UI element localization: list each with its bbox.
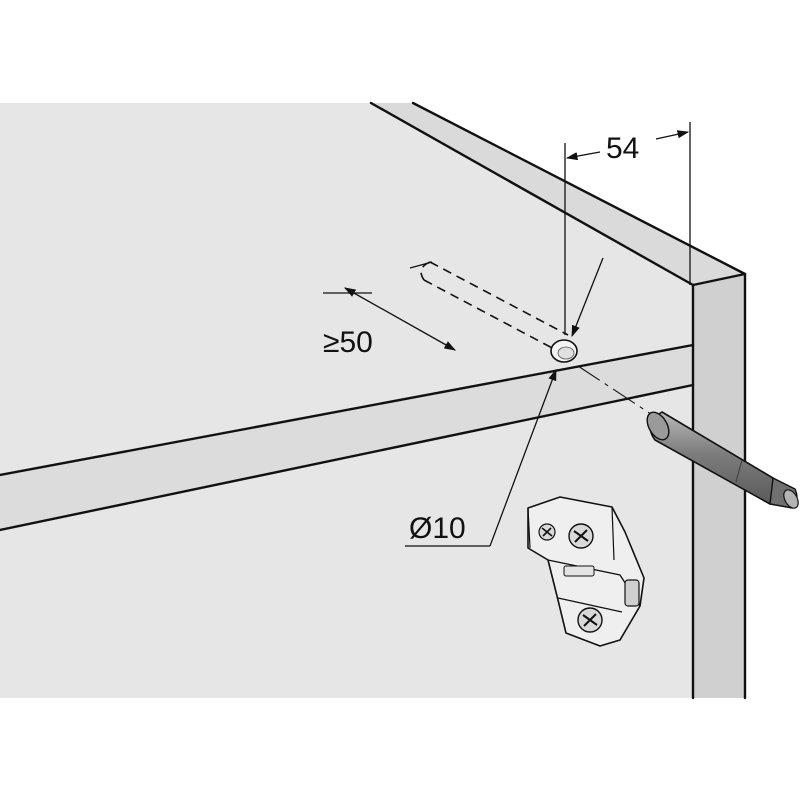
hinge-mounting-plate-icon [527, 496, 645, 647]
dimension-diameter: Ø10 [405, 257, 604, 547]
bore-hole-inner [557, 346, 575, 360]
dimension-50: ≥50 [323, 261, 457, 359]
dimension-diameter-label: Ø10 [409, 512, 466, 545]
axis-line [577, 365, 661, 421]
cabinet-side-panel [0, 103, 693, 698]
cylindrical-door-buffer-icon [646, 411, 799, 509]
rail-band [0, 345, 693, 530]
dimension-54: 54 [564, 122, 691, 335]
panel-top-edge [371, 103, 745, 285]
dimension-54-label: 54 [606, 132, 639, 165]
panel-front-edge [693, 274, 745, 698]
dimension-50-label: ≥50 [323, 326, 373, 359]
